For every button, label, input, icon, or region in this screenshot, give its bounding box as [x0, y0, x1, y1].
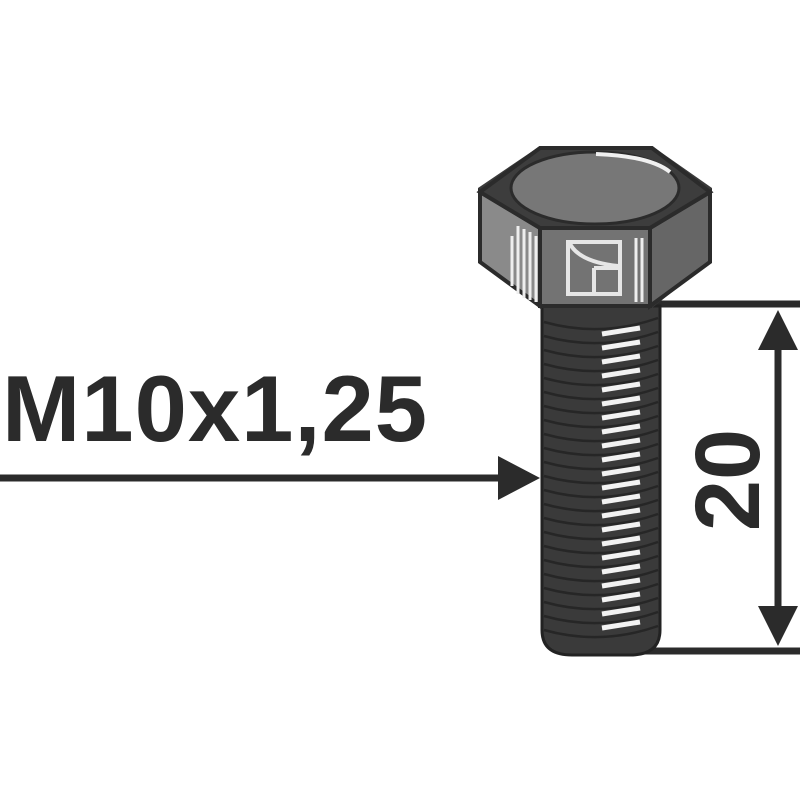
thread-arrow [0, 456, 540, 500]
length-dimension-label: 20 [677, 428, 779, 532]
manufacturer-logo-icon [566, 240, 622, 296]
bolt-shank [540, 304, 662, 657]
thread-spec-label: M10x1,25 [2, 356, 429, 461]
bolt-hex-head [476, 146, 714, 310]
